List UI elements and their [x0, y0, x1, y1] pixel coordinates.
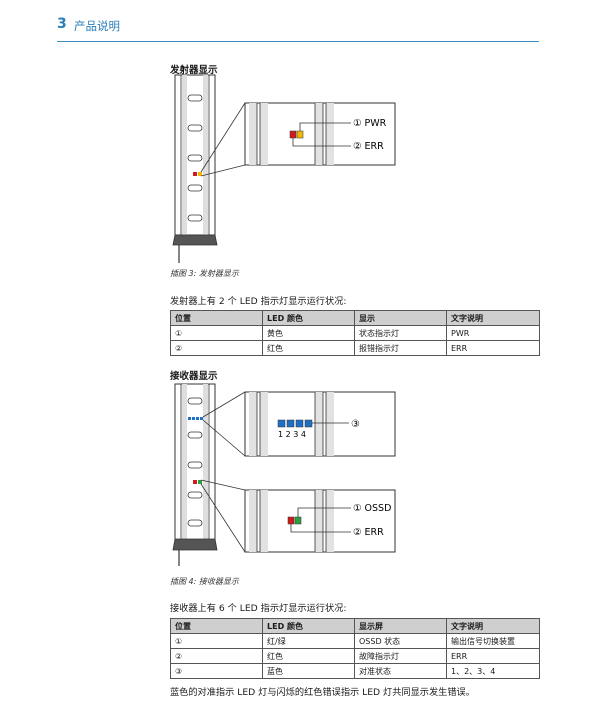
- table-header: 文字说明: [446, 618, 540, 634]
- table-cell: ②: [170, 340, 263, 356]
- table-cell: ERR: [446, 340, 540, 356]
- table-row: ③ 蓝色 对准状态 1、2、3、4: [170, 663, 540, 679]
- table-cell: 输出信号切换装置: [446, 633, 540, 649]
- transmitter-err-led: [289, 130, 297, 139]
- table-cell: 红/绿: [262, 633, 355, 649]
- table-header: 文字说明: [446, 310, 540, 326]
- receiver-device: [172, 383, 218, 566]
- table-cell: ③: [170, 663, 263, 679]
- transmitter-err-led-small: [193, 172, 197, 176]
- alignment-led-4: [304, 419, 313, 428]
- receiver-ossd-led: [294, 516, 302, 525]
- transmitter-led-table: 位置 LED 颜色 显示 文字说明 ① 黄色 状态指示灯 PWR ② 红色 报错…: [170, 310, 540, 356]
- figure-3-caption: 插图 3: 发射器显示: [170, 269, 239, 278]
- callout-pwr: ① PWR: [353, 118, 387, 129]
- figure-4-caption: 插图 4: 接收器显示: [170, 577, 239, 586]
- transmitter-intro: 发射器上有 2 个 LED 指示灯显示运行状况:: [170, 296, 347, 307]
- table-row: ② 红色 故障指示灯 ERR: [170, 648, 540, 664]
- chapter-number: 3: [57, 16, 67, 32]
- table-cell: 状态指示灯: [354, 325, 447, 341]
- transmitter-zoom-box: ① PWR ② ERR: [244, 102, 396, 166]
- receiver-figure: 1 2 3 4 ③ ① OSSD ② ERR: [172, 383, 396, 566]
- transmitter-device: [172, 74, 218, 263]
- table-cell: 红色: [262, 648, 355, 664]
- alignment-led-numbers: 1 2 3 4: [278, 430, 306, 439]
- alignment-led-3: [295, 419, 304, 428]
- table-header-row: 位置 LED 颜色 显示屏 文字说明: [170, 618, 540, 634]
- receiver-alignment-zoom-box: 1 2 3 4 ③: [244, 391, 396, 457]
- table-header: 显示: [354, 310, 447, 326]
- transmitter-pwr-led: [296, 130, 304, 139]
- table-cell: 故障指示灯: [354, 648, 447, 664]
- table-row: ② 红色 报错指示灯 ERR: [170, 340, 540, 356]
- callout-alignment: ③: [351, 419, 360, 430]
- table-cell: ②: [170, 648, 263, 664]
- table-cell: 对准状态: [354, 663, 447, 679]
- table-cell: 1、2、3、4: [446, 663, 540, 679]
- table-cell: ①: [170, 325, 263, 341]
- table-row: ① 黄色 状态指示灯 PWR: [170, 325, 540, 341]
- table-header: 显示屏: [354, 618, 447, 634]
- table-cell: 黄色: [262, 325, 355, 341]
- receiver-heading: 接收器显示: [170, 371, 218, 382]
- transmitter-figure: ① PWR ② ERR: [172, 74, 396, 263]
- table-cell: 蓝色: [262, 663, 355, 679]
- table-header: 位置: [170, 618, 263, 634]
- table-header: LED 颜色: [262, 618, 355, 634]
- transmitter-heading: 发射器显示: [170, 65, 218, 76]
- table-cell: 红色: [262, 340, 355, 356]
- table-row: ① 红/绿 OSSD 状态 输出信号切换装置: [170, 633, 540, 649]
- table-cell: PWR: [446, 325, 540, 341]
- callout-err: ② ERR: [353, 141, 384, 152]
- receiver-led-table: 位置 LED 颜色 显示屏 文字说明 ① 红/绿 OSSD 状态 输出信号切换装…: [170, 618, 540, 679]
- callout-ossd: ① OSSD: [353, 503, 391, 514]
- table-cell: OSSD 状态: [354, 633, 447, 649]
- receiver-note: 蓝色的对准指示 LED 灯与闪烁的红色错误指示 LED 灯共同显示发生错误。: [170, 687, 475, 698]
- receiver-intro: 接收器上有 6 个 LED 指示灯显示运行状况:: [170, 603, 347, 614]
- table-cell: ①: [170, 633, 263, 649]
- alignment-led-2: [286, 419, 295, 428]
- table-header: LED 颜色: [262, 310, 355, 326]
- table-cell: 报错指示灯: [354, 340, 447, 356]
- table-cell: ERR: [446, 648, 540, 664]
- transmitter-pwr-led-small: [198, 172, 202, 176]
- alignment-led-1: [277, 419, 286, 428]
- chapter-title: 产品说明: [74, 19, 120, 33]
- table-header: 位置: [170, 310, 263, 326]
- callout-receiver-err: ② ERR: [353, 527, 384, 538]
- receiver-status-zoom-box: ① OSSD ② ERR: [244, 489, 396, 553]
- table-header-row: 位置 LED 颜色 显示 文字说明: [170, 310, 540, 326]
- page-header: 3 产品说明: [57, 14, 539, 42]
- receiver-err-led: [287, 516, 295, 525]
